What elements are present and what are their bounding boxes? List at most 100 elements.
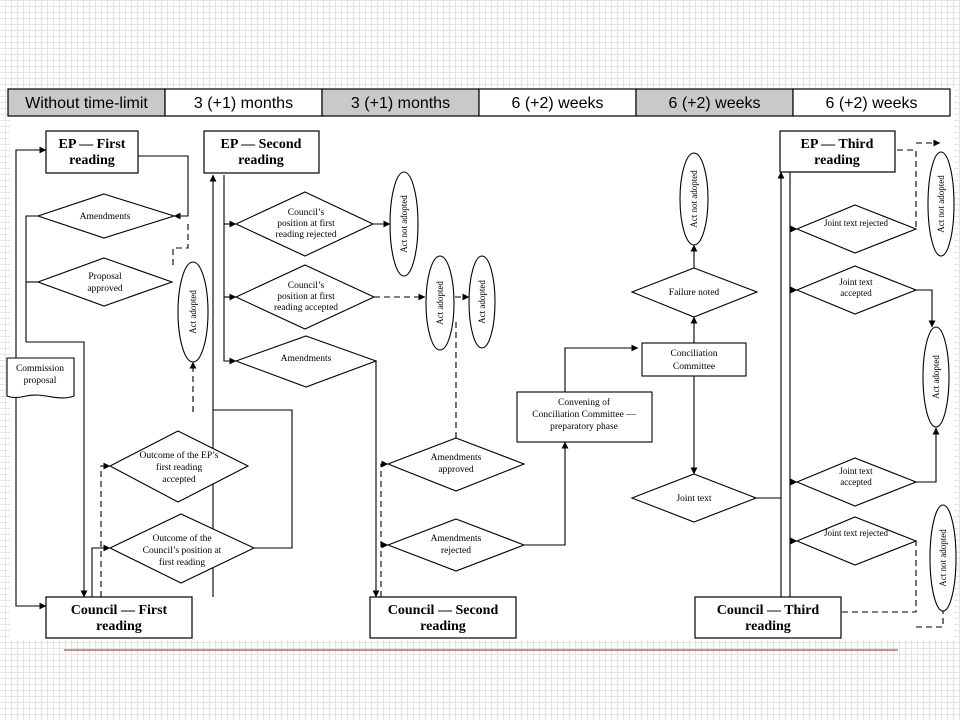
conciliation-committee-line2: Committee [673, 362, 715, 372]
amendments-second-reading-label: Amendments [281, 354, 332, 364]
joint-text-accepted-council-diamond: Joint text accepted [795, 457, 918, 507]
failure-noted-label: Failure noted [669, 288, 720, 298]
proposal-approved-line2: approved [87, 284, 123, 294]
joint-text-diamond: Joint text [630, 473, 758, 523]
joint-text-rejected-ep-label: Joint text rejected [824, 218, 888, 228]
ep-second-reading-line2: reading [238, 153, 284, 168]
joint-text-accepted-ep-diamond: Joint text accepted [795, 265, 918, 315]
ep-second-reading-line1: EP — Second [221, 137, 302, 152]
joint-text-rejected-council-diamond: Joint text rejected [795, 516, 918, 566]
commission-proposal-line2: proposal [24, 376, 57, 386]
joint-text-accepted-ep-line1: Joint text [839, 277, 873, 287]
timeline-label-1: Without time-limit [25, 95, 148, 112]
outcome-council-line1: Outcome of the [152, 533, 211, 544]
council-accepted-line1: Council’s [288, 281, 325, 291]
joint-text-rejected-ep-diamond: Joint text rejected [795, 204, 918, 254]
act-adopted-first-reading-oval: Act adopted [177, 261, 209, 363]
council-rejected-line3: reading rejected [276, 230, 337, 240]
ep-second-reading-box: EP — Second reading [203, 130, 320, 174]
act-not-adopted-second-reading-label: Act not adopted [399, 195, 409, 253]
timeline-label-3: 3 (+1) months [351, 95, 450, 112]
council-first-reading-line1: Council — First [71, 603, 168, 618]
council-position-rejected-diamond: Council’s position at first reading reje… [234, 191, 375, 257]
ep-first-reading-line2: reading [69, 153, 115, 168]
outcome-council-line3: first reading [159, 557, 205, 568]
council-third-reading-box: Council — Third reading [694, 596, 842, 639]
council-accepted-line2: position at first [277, 291, 335, 302]
proposal-approved-line1: Proposal [88, 272, 122, 282]
amendments-second-reading-diamond: Amendments [234, 335, 378, 388]
act-not-adopted-conciliation-oval: Act not adopted [679, 152, 709, 246]
amendments-approved-line2: approved [438, 465, 474, 475]
council-second-reading-line2: reading [420, 619, 466, 634]
joint-text-rejected-council-label: Joint text rejected [824, 528, 888, 538]
outcome-ep-line2: first reading [156, 462, 202, 473]
ep-third-reading-line1: EP — Third [801, 137, 874, 152]
act-not-adopted-third-reading-oval-b: Act not adopted [929, 504, 957, 612]
council-second-reading-box: Council — Second reading [369, 596, 517, 639]
council-position-accepted-diamond: Council’s position at first reading acce… [234, 264, 376, 330]
joint-text-accepted-ep-line2: accepted [840, 288, 872, 298]
council-third-reading-line1: Council — Third [717, 603, 820, 618]
convening-line2: Conciliation Committee — [532, 410, 636, 420]
timeline-label-2: 3 (+1) months [194, 95, 293, 112]
amendments-approved-line1: Amendments [431, 453, 482, 463]
council-third-reading-line2: reading [745, 619, 791, 634]
council-first-reading-box: Council — First reading [45, 596, 193, 639]
convening-line1: Convening of [558, 397, 611, 408]
connectors [15, 139, 944, 628]
commission-proposal-line1: Commission [16, 364, 64, 374]
timeline-cell-5 [635, 88, 794, 117]
timeline-label-5: 6 (+2) weeks [668, 95, 760, 112]
ep-first-reading-box: EP — First reading [45, 130, 139, 174]
amendments-rejected-line1: Amendments [431, 534, 482, 544]
convening-conciliation-box: Convening of Conciliation Committee — pr… [516, 391, 653, 443]
joint-text-label: Joint text [676, 494, 711, 504]
ep-third-reading-line2: reading [814, 153, 860, 168]
amendments-rejected-diamond: Amendments rejected [386, 518, 526, 572]
ep-first-reading-line1: EP — First [59, 137, 126, 152]
timeline-label-6: 6 (+2) weeks [825, 95, 917, 112]
act-adopted-third-reading-oval: Act adopted [922, 326, 950, 428]
timeline-cell-3 [321, 88, 480, 117]
council-second-reading-line1: Council — Second [388, 603, 499, 618]
timeline-cell-1 [7, 88, 166, 117]
timeline-cell-4 [478, 88, 637, 117]
proposal-approved-diamond: Proposal approved [36, 257, 174, 307]
amendments-rejected-line2: rejected [441, 546, 471, 556]
conciliation-committee-box: Conciliation Committee [641, 342, 747, 377]
joint-text-accepted-council-line2: accepted [840, 477, 872, 487]
commission-proposal-document: Commission proposal [6, 357, 75, 399]
act-adopted-second-reading-label-b: Act adopted [477, 280, 487, 324]
timeline-label-4: 6 (+2) weeks [511, 95, 603, 112]
outcome-ep-first-reading-diamond: Outcome of the EP’s first reading accept… [108, 430, 250, 503]
timeline-cell-2 [164, 88, 323, 117]
outcome-council-line2: Council’s position at [143, 546, 222, 556]
amendments-approved-diamond: Amendments approved [386, 437, 526, 492]
act-not-adopted-conciliation-label: Act not adopted [689, 170, 699, 228]
act-adopted-second-reading-oval-a: Act adopted [425, 255, 455, 351]
act-not-adopted-second-reading-oval: Act not adopted [389, 171, 419, 277]
failure-noted-diamond: Failure noted [630, 267, 759, 318]
council-first-reading-line2: reading [96, 619, 142, 634]
timeline-cell-6 [792, 88, 951, 117]
council-accepted-line3: reading accepted [274, 303, 338, 313]
timeline-header: Without time-limit 3 (+1) months 3 (+1) … [7, 88, 951, 117]
outcome-ep-line1: Outcome of the EP’s [140, 450, 219, 461]
act-not-adopted-third-reading-oval-a: Act not adopted [927, 151, 955, 257]
amendments-first-reading-label: Amendments [80, 212, 131, 222]
act-not-adopted-third-reading-label-a: Act not adopted [936, 175, 946, 233]
council-rejected-line1: Council’s [288, 208, 325, 218]
outcome-ep-line3: accepted [162, 475, 195, 485]
act-adopted-second-reading-label-a: Act adopted [435, 281, 445, 325]
outcome-council-position-diamond: Outcome of the Council’s position at fir… [108, 513, 256, 584]
convening-line3: preparatory phase [550, 422, 618, 432]
ep-third-reading-box: EP — Third reading [779, 130, 896, 173]
joint-text-accepted-council-line1: Joint text [839, 466, 873, 476]
conciliation-committee-line1: Conciliation [671, 349, 718, 359]
council-rejected-line2: position at first [277, 218, 335, 229]
act-adopted-first-reading-label: Act adopted [188, 290, 198, 334]
amendments-first-reading-diamond: Amendments [36, 193, 176, 239]
act-adopted-second-reading-oval-b: Act adopted [468, 255, 496, 349]
